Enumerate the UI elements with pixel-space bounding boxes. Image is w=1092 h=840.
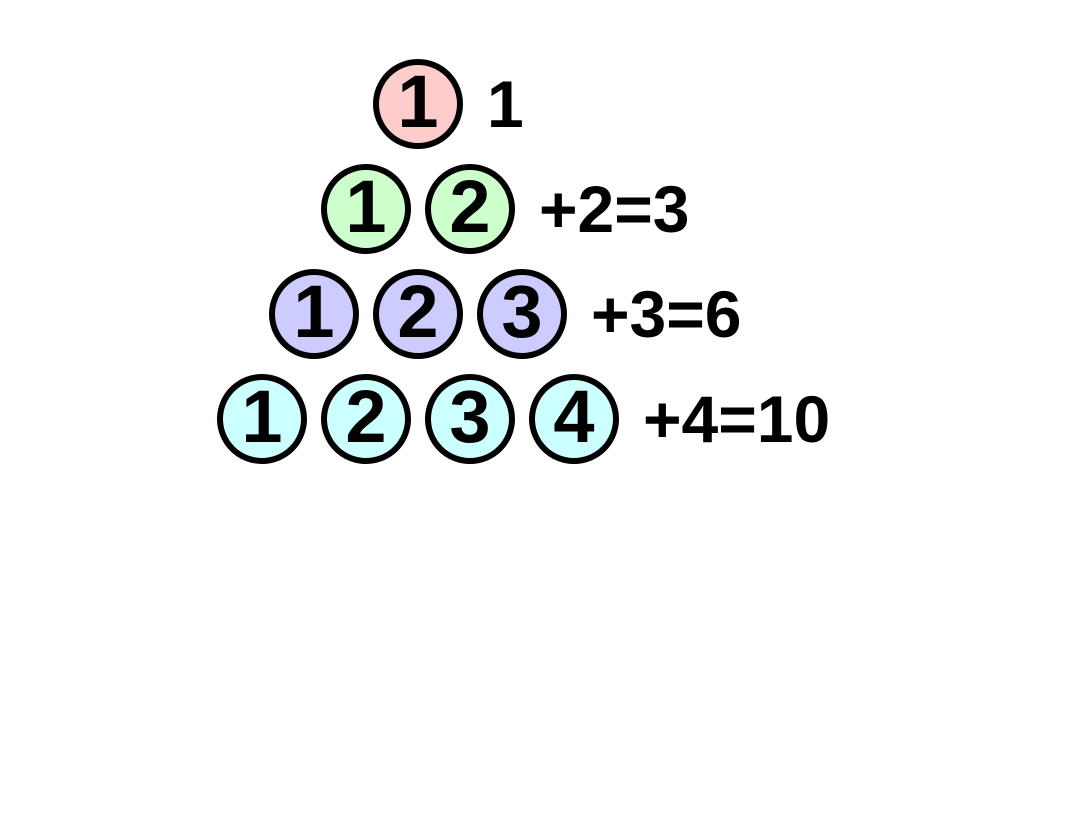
row-4-sum-label: +4=10	[643, 382, 831, 456]
circle-number: 3	[501, 270, 543, 353]
circle-number: 3	[449, 375, 491, 458]
counter-circle-4-1: 1	[217, 374, 307, 464]
circle-number: 2	[345, 375, 387, 458]
pyramid-row-3: 1 2 3 +3=6	[269, 269, 742, 359]
circle-number: 1	[397, 60, 439, 143]
circle-number: 2	[449, 165, 491, 248]
circle-number: 4	[553, 375, 595, 458]
counter-circle-4-2: 2	[321, 374, 411, 464]
counter-circle-1-1: 1	[373, 59, 463, 149]
counter-circle-4-4: 4	[529, 374, 619, 464]
counter-circle-4-3: 3	[425, 374, 515, 464]
pyramid-row-1: 1 1	[373, 59, 524, 149]
pyramid-row-4: 1 2 3 4 +4=10	[217, 374, 830, 464]
circle-number: 1	[241, 375, 283, 458]
row-1-sum-label: 1	[487, 67, 524, 141]
counter-circle-3-2: 2	[373, 269, 463, 359]
circle-number: 1	[293, 270, 335, 353]
counter-circle-2-1: 1	[321, 164, 411, 254]
row-3-sum-label: +3=6	[591, 277, 742, 351]
counter-circle-2-2: 2	[425, 164, 515, 254]
row-2-sum-label: +2=3	[539, 172, 690, 246]
circle-number: 1	[345, 165, 387, 248]
circle-number: 2	[397, 270, 439, 353]
pyramid-row-2: 1 2 +2=3	[321, 164, 690, 254]
counter-circle-3-3: 3	[477, 269, 567, 359]
counter-circle-3-1: 1	[269, 269, 359, 359]
